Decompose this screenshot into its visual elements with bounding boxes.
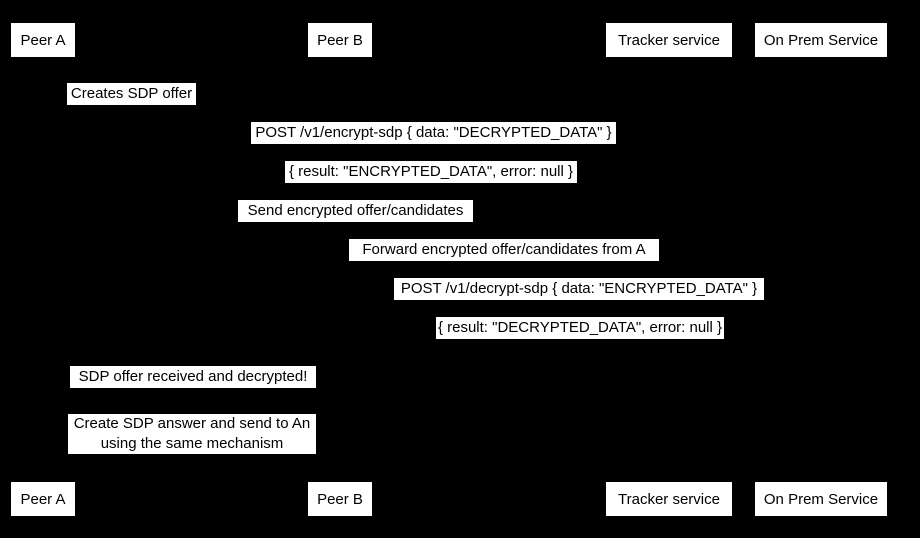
participant-box-peer-a-top[interactable]: Peer A: [10, 22, 76, 58]
participant-box-peer-b-top[interactable]: Peer B: [307, 22, 373, 58]
message-forward-encrypted-offer[interactable]: Forward encrypted offer/candidates from …: [349, 239, 659, 261]
message-decrypt-sdp-result[interactable]: { result: "DECRYPTED_DATA", error: null …: [436, 317, 724, 339]
participant-box-tracker-service-top[interactable]: Tracker service: [605, 22, 733, 58]
message-post-encrypt-sdp[interactable]: POST /v1/encrypt-sdp { data: "DECRYPTED_…: [251, 122, 616, 144]
message-send-encrypted-offer[interactable]: Send encrypted offer/candidates: [238, 200, 473, 222]
message-sdp-offer-received[interactable]: SDP offer received and decrypted!: [70, 366, 316, 388]
message-post-decrypt-sdp[interactable]: POST /v1/decrypt-sdp { data: "ENCRYPTED_…: [394, 278, 764, 300]
participant-box-peer-a-bottom[interactable]: Peer A: [10, 481, 76, 517]
participant-box-on-prem-service-top[interactable]: On Prem Service: [754, 22, 888, 58]
participant-box-tracker-service-bottom[interactable]: Tracker service: [605, 481, 733, 517]
message-encrypt-sdp-result[interactable]: { result: "ENCRYPTED_DATA", error: null …: [285, 161, 577, 183]
message-create-sdp-answer-line1: Create SDP answer and send to An: [73, 415, 311, 432]
message-creates-sdp-offer[interactable]: Creates SDP offer: [67, 83, 196, 105]
participant-box-on-prem-service-bottom[interactable]: On Prem Service: [754, 481, 888, 517]
message-create-sdp-answer-line2: using the same mechanism: [100, 435, 284, 452]
message-create-sdp-answer[interactable]: Create SDP answer and send to An using t…: [68, 414, 316, 454]
participant-box-peer-b-bottom[interactable]: Peer B: [307, 481, 373, 517]
